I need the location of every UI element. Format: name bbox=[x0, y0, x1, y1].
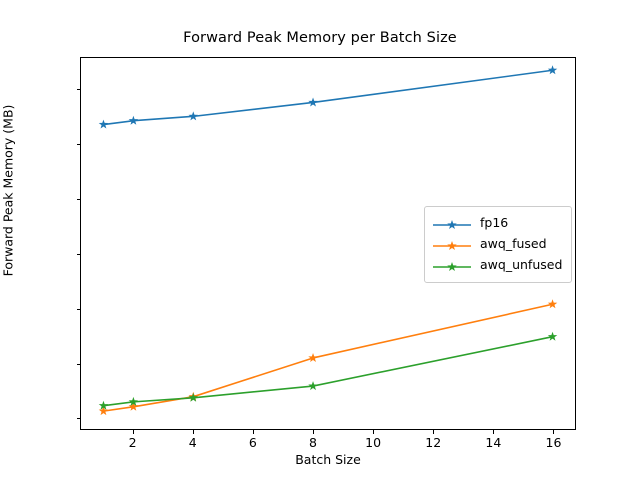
x-tick-label: 2 bbox=[128, 435, 137, 450]
series-fp16 bbox=[98, 65, 558, 129]
y-tick-mark bbox=[76, 363, 80, 365]
series-line bbox=[102, 69, 554, 126]
x-tick-label: 12 bbox=[425, 435, 442, 450]
data-point-marker bbox=[547, 299, 558, 309]
x-tick-mark bbox=[433, 430, 435, 434]
plot-lines bbox=[98, 65, 558, 416]
legend-line-sample bbox=[432, 259, 472, 273]
data-point-marker bbox=[188, 111, 199, 121]
x-tick-mark bbox=[553, 430, 555, 434]
legend-label: awq_fused bbox=[480, 236, 547, 252]
y-axis-label: Forward Peak Memory (MB) bbox=[0, 104, 16, 277]
chart-title: Forward Peak Memory per Batch Size bbox=[183, 30, 457, 46]
data-point-marker bbox=[128, 396, 139, 406]
y-tick-mark bbox=[76, 89, 80, 91]
y-tick-mark bbox=[76, 199, 80, 201]
legend-item-fp16: fp16 bbox=[432, 213, 562, 234]
x-tick-mark bbox=[252, 430, 254, 434]
x-axis-label: Batch Size bbox=[295, 452, 361, 467]
legend-line-sample bbox=[432, 238, 472, 252]
data-point-marker bbox=[547, 65, 558, 75]
series-line bbox=[102, 303, 554, 412]
x-tick-label: 6 bbox=[248, 435, 257, 450]
data-point-marker bbox=[308, 381, 318, 391]
series-awq_unfused bbox=[98, 331, 558, 410]
data-point-marker bbox=[308, 352, 318, 362]
data-point-marker bbox=[547, 331, 558, 341]
x-tick-mark bbox=[132, 430, 134, 434]
x-tick-mark bbox=[373, 430, 375, 434]
y-tick-mark bbox=[76, 253, 80, 255]
x-tick-mark bbox=[493, 430, 495, 434]
data-point-marker bbox=[128, 401, 139, 411]
series-awq_fused bbox=[98, 299, 558, 416]
legend: fp16 awq_fused awq_unfused bbox=[424, 206, 573, 283]
x-tick-label: 14 bbox=[485, 435, 502, 450]
legend-label: fp16 bbox=[480, 215, 509, 231]
legend-item-awq_unfused: awq_unfused bbox=[432, 255, 562, 276]
x-tick-label: 8 bbox=[308, 435, 317, 450]
data-point-marker bbox=[98, 406, 109, 416]
data-point-marker bbox=[308, 97, 318, 107]
legend-line-sample bbox=[432, 217, 472, 231]
data-point-marker bbox=[98, 119, 109, 129]
legend-item-awq_fused: awq_fused bbox=[432, 234, 562, 255]
y-tick-mark bbox=[76, 418, 80, 420]
data-point-marker bbox=[98, 400, 109, 410]
x-tick-mark bbox=[312, 430, 314, 434]
x-tick-label: 4 bbox=[188, 435, 197, 450]
y-tick-mark bbox=[76, 144, 80, 146]
x-tick-label: 16 bbox=[545, 435, 562, 450]
x-tick-mark bbox=[192, 430, 194, 434]
x-tick-label: 10 bbox=[365, 435, 382, 450]
y-tick-mark bbox=[76, 308, 80, 310]
data-point-marker bbox=[188, 392, 199, 402]
legend-label: awq_unfused bbox=[480, 257, 563, 273]
series-line bbox=[102, 335, 554, 407]
data-point-marker bbox=[128, 115, 139, 125]
